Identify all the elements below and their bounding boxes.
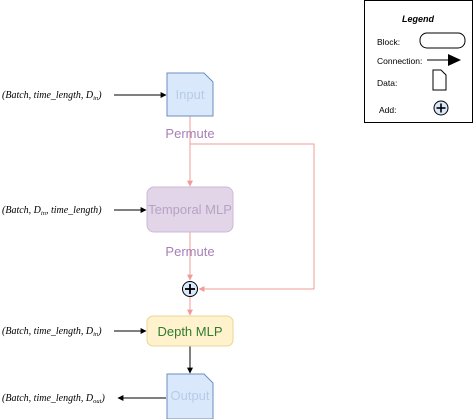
residual-connection-line (190, 143, 315, 292)
temporal-mlp-label: Temporal MLP (148, 202, 232, 217)
output-label: Output (170, 388, 209, 403)
legend: Legend Block: Connection: Data: Add: (364, 0, 473, 123)
output-node: Output (166, 373, 214, 419)
legend-add-icon (433, 100, 449, 116)
permute-bottom-label: Permute (165, 244, 214, 259)
add-node (182, 281, 198, 297)
legend-arrowhead-icon (448, 54, 461, 66)
temporal-shape-label: (Batch, Din, time_length) (2, 205, 102, 217)
output-shape-label: (Batch, time_length, Dout) (2, 393, 105, 405)
output-document-shape (166, 373, 214, 419)
legend-add-label: Add: (379, 105, 397, 115)
legend-data-label: Data: (377, 78, 397, 88)
depth-mlp-box (146, 315, 234, 347)
input-node: Input (166, 72, 214, 117)
legend-block-label: Block: (377, 37, 400, 47)
input-shape-label: (Batch, time_length, Din) (2, 90, 102, 102)
depth-mlp-label: Depth MLP (157, 324, 222, 339)
input-label: Input (176, 87, 205, 102)
legend-data-icon (432, 69, 447, 91)
legend-title: Legend (402, 14, 435, 24)
depth-mlp-block: Depth MLP (146, 315, 234, 347)
temporal-mlp-box (146, 186, 234, 233)
depth-shape-label: (Batch, time_length, Din) (2, 326, 102, 338)
legend-connection-label: Connection: (377, 56, 422, 66)
permute-top-label: Permute (165, 126, 214, 141)
legend-block-swatch (419, 32, 466, 49)
input-document-shape (166, 72, 214, 117)
temporal-mlp-block: Temporal MLP (146, 186, 234, 233)
